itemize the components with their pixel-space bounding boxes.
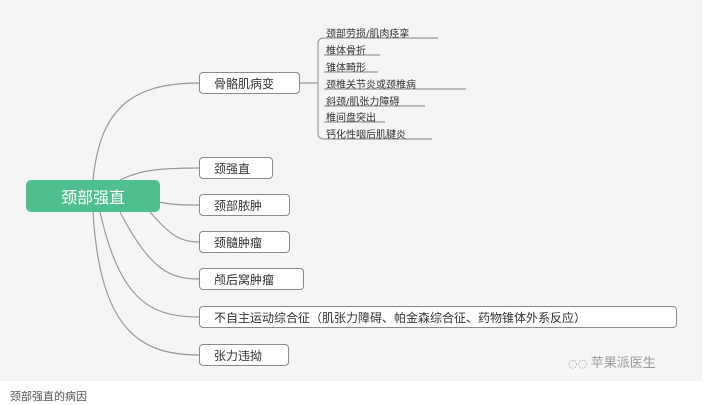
branch-node[interactable]: 不自主运动综合征（肌张力障碍、帕金森综合征、药物锥体外系反应）: [199, 306, 677, 328]
leaf-node[interactable]: 颈部劳损/肌肉痉挛: [326, 29, 410, 40]
image-caption: 颈部强直的病因: [10, 390, 87, 403]
branch-node[interactable]: 颅后窝肿瘤: [199, 268, 304, 290]
branch-node[interactable]: 颈强直: [199, 157, 273, 179]
branch-node[interactable]: 颈部脓肿: [199, 194, 290, 216]
leaf-node[interactable]: 锥体畸形: [326, 63, 366, 74]
branch-node[interactable]: 张力违拗: [199, 344, 289, 366]
leaf-node[interactable]: 颈椎关节炎或颈椎病: [326, 80, 416, 91]
wechat-icon: ◌◌: [568, 357, 591, 370]
branch-node[interactable]: 骨骼肌病变: [199, 72, 300, 94]
branch-node[interactable]: 颈髓肿瘤: [199, 231, 290, 253]
watermark: ◌◌ 苹果派医生: [568, 356, 656, 371]
root-node[interactable]: 颈部强直: [26, 180, 160, 212]
leaf-node[interactable]: 斜颈/肌张力障碍: [326, 97, 400, 108]
leaf-node[interactable]: 钙化性咽后肌腱炎: [326, 130, 406, 141]
leaf-node[interactable]: 椎间盘突出: [326, 113, 376, 124]
leaf-node[interactable]: 椎体骨折: [326, 46, 366, 57]
